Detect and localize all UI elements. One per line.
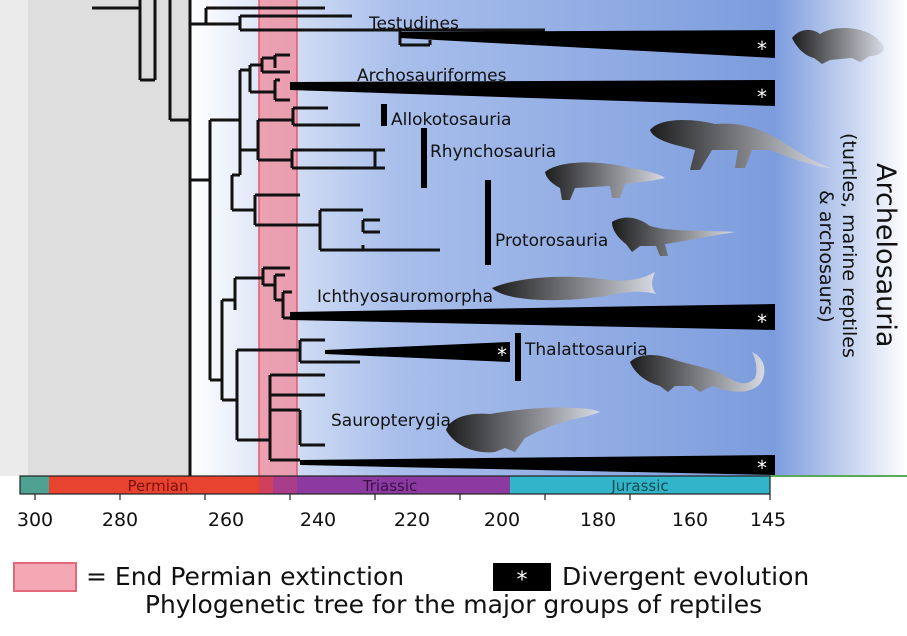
period-segment-pre-permian bbox=[20, 476, 49, 494]
tick-label: 280 bbox=[102, 509, 138, 531]
group-subtitle-line-1: (turtles, marine reptiles bbox=[838, 133, 860, 358]
tick-label: 200 bbox=[484, 509, 520, 531]
tick-label: 220 bbox=[394, 509, 430, 531]
period-label-jurassic: Jurassic bbox=[610, 477, 668, 495]
figure-caption: Phylogenetic tree for the major groups o… bbox=[0, 590, 907, 619]
geologic-timescale: Permian Triassic Jurassic bbox=[20, 476, 770, 495]
divergence-marker-ichthyosauromorpha: * bbox=[757, 310, 767, 334]
group-subtitle-line-2: & archosaurs) bbox=[815, 190, 837, 323]
clade-label-protorosauria: Protorosauria bbox=[495, 231, 608, 251]
protorosauria-bar bbox=[485, 180, 491, 265]
tick-label: 260 bbox=[208, 509, 244, 531]
clade-label-testudines: Testudines bbox=[368, 14, 459, 34]
legend-extinction-swatch bbox=[14, 563, 76, 591]
legend-divergent-label: Divergent evolution bbox=[562, 562, 809, 591]
tick-label: 145 bbox=[750, 509, 786, 531]
tick-label: 300 bbox=[17, 509, 53, 531]
clade-label-allokotosauria: Allokotosauria bbox=[391, 110, 511, 130]
time-axis-labels: 300 280 260 240 220 200 180 160 145 bbox=[17, 509, 786, 531]
extinction-band-timescale-overlay bbox=[259, 476, 297, 494]
tick-label: 160 bbox=[672, 509, 708, 531]
tick-label: 180 bbox=[580, 509, 616, 531]
stem-background bbox=[28, 0, 190, 476]
clade-label-thalattosauria: Thalattosauria bbox=[524, 340, 648, 360]
clade-label-archosauriformes: Archosauriformes bbox=[357, 66, 507, 86]
legend-extinction-label: = End Permian extinction bbox=[86, 562, 404, 591]
clade-label-sauropterygia: Sauropterygia bbox=[331, 411, 451, 431]
period-label-triassic: Triassic bbox=[362, 477, 418, 495]
rhynchosauria-bar bbox=[421, 128, 427, 188]
group-name: Archelosauria bbox=[870, 163, 901, 347]
divergence-marker-archosauriformes: * bbox=[757, 85, 767, 109]
clade-label-rhynchosauria: Rhynchosauria bbox=[430, 142, 556, 162]
tick-label: 240 bbox=[300, 509, 336, 531]
period-label-permian: Permian bbox=[127, 477, 188, 495]
thalattosauria-bar bbox=[515, 333, 521, 381]
allokotosauria-bar bbox=[381, 104, 387, 126]
divergence-marker-testudines: * bbox=[757, 37, 767, 61]
divergence-marker-thalattosauria: * bbox=[497, 343, 507, 367]
clade-label-ichthyosauromorpha: Ichthyosauromorpha bbox=[317, 287, 493, 307]
